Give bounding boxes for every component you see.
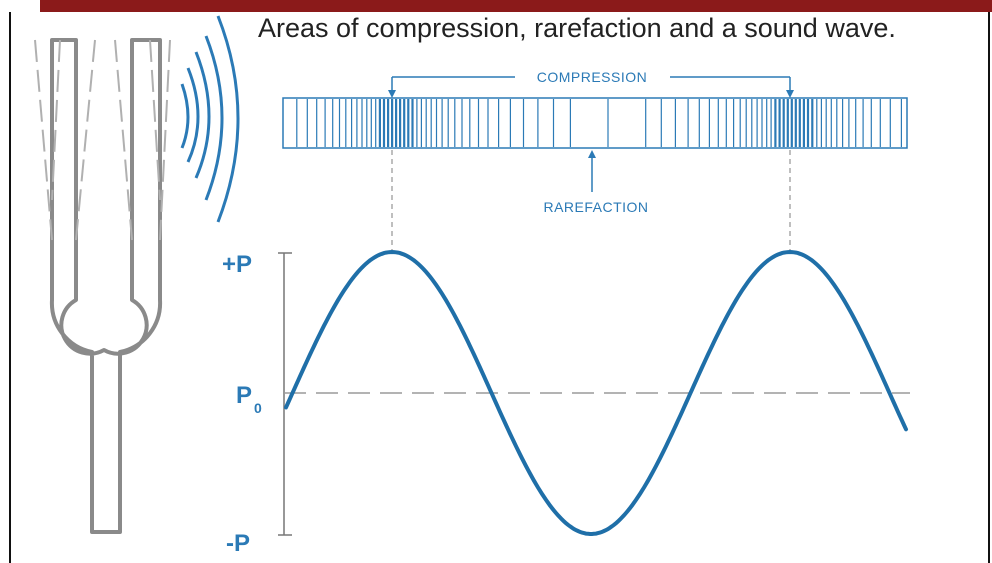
particle-density-bar: [282, 97, 908, 149]
sound-waves-icon: [180, 15, 240, 223]
p0-subscript: 0: [254, 400, 262, 416]
minus-p-label: -P: [226, 530, 250, 557]
p0-label: P: [236, 382, 252, 409]
right-frame-border: [988, 12, 990, 563]
compression-bracket: [388, 76, 794, 98]
rarefaction-arrow: [588, 150, 596, 192]
tuning-fork-icon: [34, 38, 171, 534]
pressure-wave: [284, 249, 908, 536]
diagram-title: Areas of compression, rarefaction and a …: [258, 13, 896, 43]
plus-p-label: +P: [222, 251, 252, 278]
compression-label: COMPRESSION: [537, 69, 648, 85]
pressure-axis: [278, 252, 292, 536]
header-bar: [40, 0, 992, 12]
left-frame-border: [9, 12, 11, 563]
peak-connector-lines: [391, 150, 791, 252]
rarefaction-label: RAREFACTION: [543, 199, 648, 215]
